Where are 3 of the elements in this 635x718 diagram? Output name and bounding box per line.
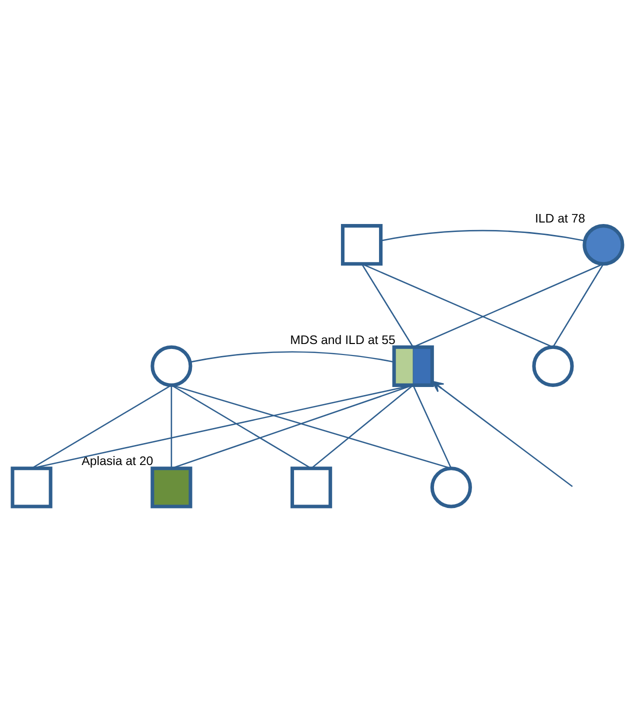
node-label: Aplasia at 20 <box>82 454 154 468</box>
node-label: ILD at 78 <box>534 210 586 225</box>
node-label: MDS and ILD at 55 <box>290 332 396 346</box>
